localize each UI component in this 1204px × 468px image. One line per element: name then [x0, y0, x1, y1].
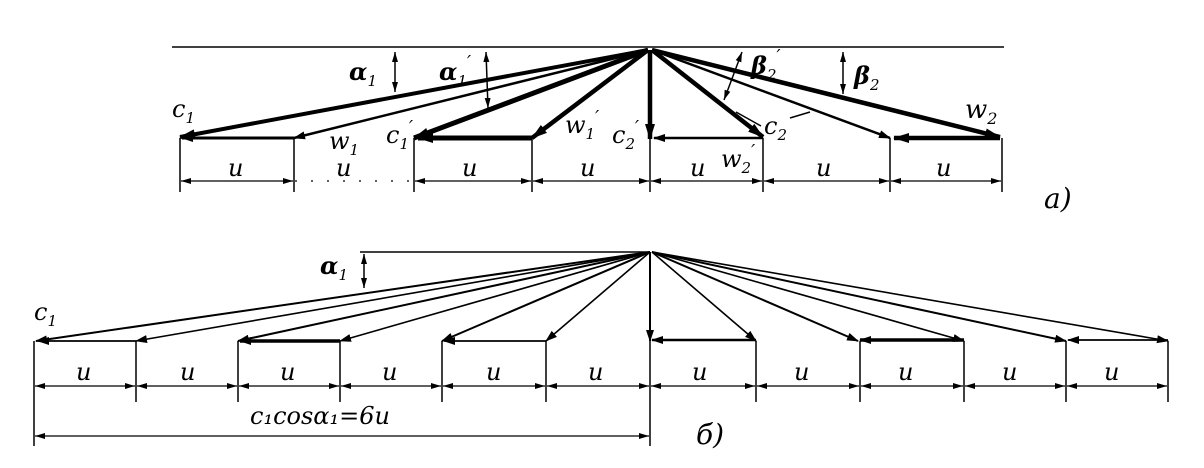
u-label-b-6: u — [588, 358, 603, 386]
u-label-b-9: u — [898, 358, 913, 386]
u-label-a-2: u — [336, 154, 351, 182]
label-beta2-a: β2 — [853, 61, 879, 94]
diagram-b: u u u u u u u u u u u c1 α1 c₁cosα₁=6u б… — [33, 251, 1169, 451]
dimension-lines-b — [35, 383, 1167, 439]
u-label-a-6: u — [816, 154, 831, 182]
u-label-b-8: u — [794, 358, 809, 386]
u-label-b-11: u — [1104, 358, 1119, 386]
diagram-a: u u u u u u u c1 w1 c1′ w1′ c2′ w2′ c2 w… — [172, 46, 1072, 215]
label-c2-a: c2 — [764, 112, 787, 144]
label-w2-a: w2 — [965, 95, 997, 128]
label-w2p-a: w2′ — [721, 141, 755, 177]
formula-label-b: c₁cosα₁=6u — [250, 402, 390, 430]
fan-vectors-b — [35, 251, 1169, 344]
extension-lines-b — [33, 252, 1169, 446]
label-c2p-a: c2′ — [612, 117, 639, 153]
u-vectors-b — [37, 336, 1168, 345]
u-label-b-4: u — [382, 358, 397, 386]
label-c1-a: c1 — [172, 95, 195, 127]
label-w1-a: w1 — [329, 127, 359, 159]
u-label-a-1: u — [228, 154, 243, 182]
u-label-a-4: u — [580, 154, 595, 182]
vector-w1p-a — [530, 48, 650, 140]
vector-c2-a — [651, 48, 891, 140]
vector-w2p-a — [650, 48, 765, 139]
label-w1p-a: w1′ — [565, 107, 599, 143]
u-label-b-3: u — [280, 358, 295, 386]
label-alpha1-b: α1 — [320, 251, 348, 284]
u-label-a-7: u — [936, 154, 951, 182]
u-label-b-2: u — [180, 358, 195, 386]
u-label-a-5: u — [690, 154, 705, 182]
label-c1p-a: c1′ — [386, 117, 413, 153]
label-beta2p-a: β2′ — [750, 46, 781, 84]
panel-label-a: а) — [1044, 182, 1072, 215]
u-label-a-3: u — [462, 154, 477, 182]
u-label-b-5: u — [486, 358, 501, 386]
u-label-b-7: u — [692, 358, 707, 386]
label-alpha1-a: α1 — [349, 57, 377, 90]
u-label-b-10: u — [1002, 358, 1017, 386]
label-alpha1p-a: α1′ — [439, 52, 471, 90]
vector-c1p-a — [413, 47, 649, 141]
vector-w2-a — [651, 47, 1001, 140]
label-c1-b: c1 — [34, 298, 57, 330]
vector-w1-a — [293, 48, 649, 140]
panel-label-b: б) — [696, 418, 724, 451]
extension-lines-a — [179, 138, 1003, 192]
u-label-b-1: u — [76, 358, 91, 386]
angle-markers-a — [392, 51, 846, 127]
vector-c1-a — [179, 48, 649, 140]
